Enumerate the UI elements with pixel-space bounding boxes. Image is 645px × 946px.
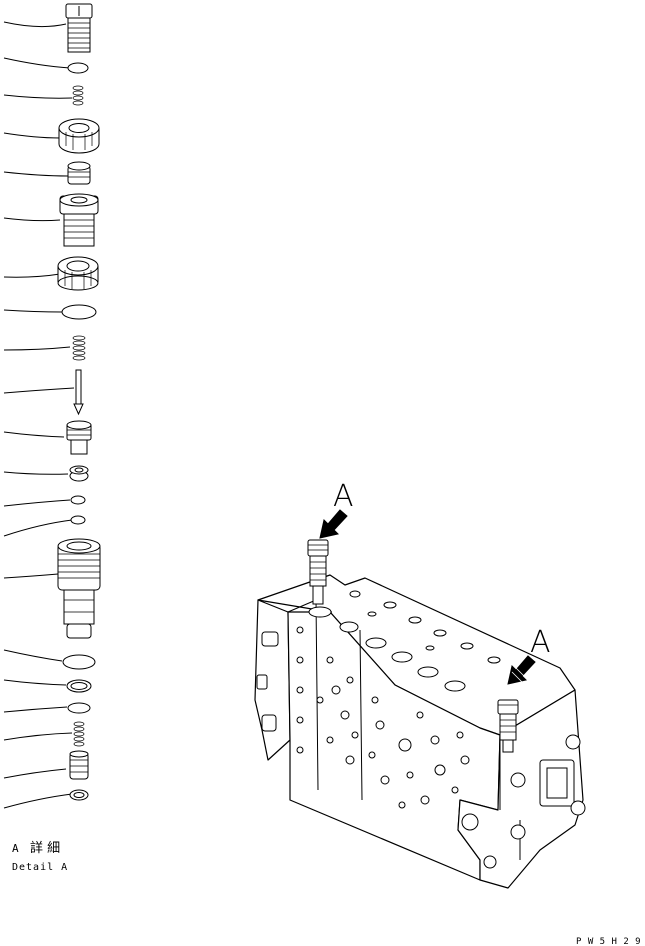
- part-nut: [57, 256, 99, 291]
- leader-line-4: [3, 132, 61, 139]
- detail-title-en: Detail A: [12, 862, 68, 873]
- front-ports: [296, 626, 470, 809]
- leader-line-15: [3, 573, 59, 579]
- leader-line-17: [3, 679, 67, 686]
- leader-line-6: [3, 217, 61, 222]
- leader-line-1: [3, 21, 67, 28]
- pointer-arrow-right: [507, 655, 536, 685]
- part-backup-ring: [66, 679, 92, 693]
- part-piston: [67, 161, 91, 185]
- part-sleeve: [59, 193, 99, 247]
- part-o-ring: [62, 654, 96, 670]
- block-right-cover: [457, 689, 584, 889]
- leader-lines: [3, 21, 75, 809]
- leader-line-20: [3, 768, 67, 779]
- leader-line-3: [3, 94, 73, 99]
- drawing-code: P W 5 H 2 9 5: [576, 937, 645, 946]
- leader-line-8: [3, 309, 63, 313]
- part-poppet: [69, 750, 89, 780]
- leader-line-10: [3, 387, 75, 394]
- part-valve: [69, 465, 89, 482]
- part-nut: [58, 118, 100, 154]
- part-spring: [72, 335, 86, 361]
- leader-line-13: [3, 499, 71, 507]
- part-snap-ring: [69, 789, 89, 801]
- part-o-ring: [67, 702, 91, 714]
- top-ports: [308, 590, 501, 692]
- part-o-ring: [61, 304, 97, 320]
- part-plug: [65, 3, 93, 53]
- leader-line-12: [3, 471, 69, 475]
- part-ring: [70, 515, 86, 525]
- leader-line-16: [3, 649, 63, 662]
- part-spring: [73, 721, 85, 747]
- parts-stack: [57, 3, 101, 801]
- detail-caption: A 詳 細 Detail A: [12, 840, 68, 873]
- part-valve-body: [57, 538, 101, 639]
- pointer-arrow-left: [319, 509, 348, 539]
- control-valve-block: [254, 574, 586, 889]
- detail-letter: A: [12, 842, 19, 855]
- part-poppet-pin: [73, 369, 84, 416]
- leader-line-14: [3, 519, 73, 537]
- leader-line-18: [3, 706, 68, 713]
- part-valve-seat: [66, 420, 92, 455]
- leader-line-5: [3, 171, 69, 177]
- cartridge-left: [307, 539, 329, 605]
- cartridge-right: [497, 699, 519, 753]
- view-label-a-right: A: [530, 625, 551, 660]
- leader-line-11: [3, 431, 65, 438]
- part-ring: [70, 495, 86, 505]
- leader-line-2: [3, 57, 71, 69]
- detail-title-jp: 詳 細: [30, 840, 60, 856]
- view-label-a-left: A: [333, 479, 354, 514]
- leader-line-19: [3, 732, 73, 741]
- leader-line-9: [3, 346, 71, 351]
- leader-line-7: [3, 273, 61, 278]
- part-spring: [72, 85, 84, 106]
- part-o-ring: [67, 62, 89, 74]
- leader-line-21: [3, 793, 73, 809]
